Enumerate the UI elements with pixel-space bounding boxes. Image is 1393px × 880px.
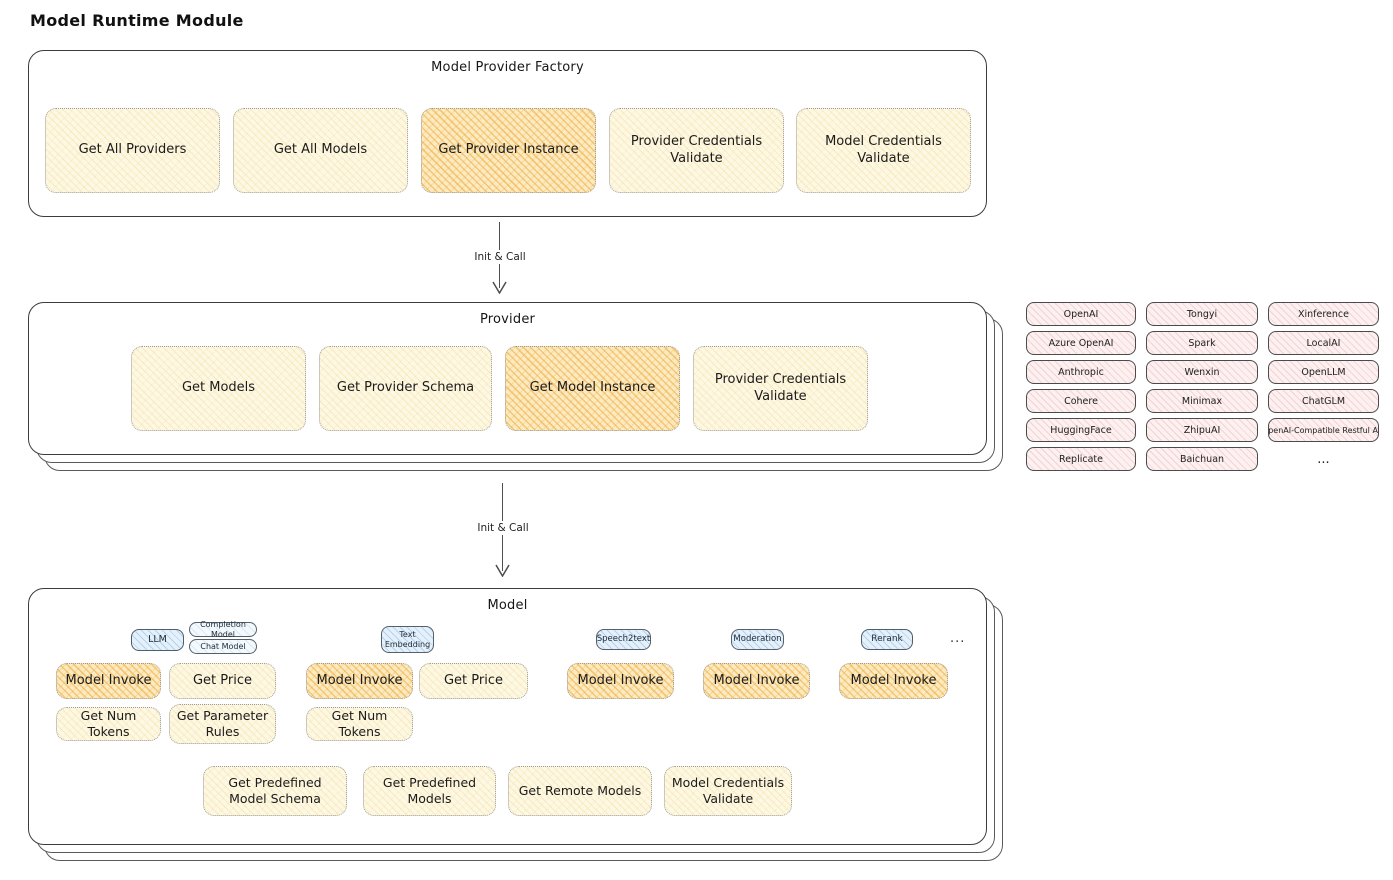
provider-cell-ellipsis: ...	[1317, 451, 1330, 467]
llm-get-num-tokens: Get Num Tokens	[56, 707, 161, 741]
factory-provider-credentials-validate: Provider Credentials Validate	[609, 108, 784, 193]
provider-section: Provider Get Models Get Provider Schema …	[28, 302, 987, 455]
factory-get-all-providers: Get All Providers	[45, 108, 220, 193]
provider-cell-wenxin: Wenxin	[1146, 360, 1258, 384]
provider-get-model-instance: Get Model Instance	[505, 346, 680, 431]
moderation-model-invoke: Model Invoke	[703, 663, 810, 699]
speech2text-model-invoke: Model Invoke	[567, 663, 674, 699]
provider-get-provider-schema: Get Provider Schema	[319, 346, 492, 431]
factory-section: Model Provider Factory Get All Providers…	[28, 50, 987, 217]
provider-cell-localai: LocalAI	[1268, 331, 1379, 355]
provider-credentials-validate: Provider Credentials Validate	[693, 346, 868, 431]
llm-get-parameter-rules: Get Parameter Rules	[169, 704, 276, 744]
provider-cell-azure-openai: Azure OpenAI	[1026, 331, 1136, 355]
tag-llm: LLM	[131, 629, 184, 651]
provider-cell-minimax: Minimax	[1146, 389, 1258, 413]
model-credentials-validate: Model Credentials Validate	[664, 766, 792, 816]
llm-get-price: Get Price	[169, 663, 276, 699]
embedding-get-num-tokens: Get Num Tokens	[306, 707, 413, 741]
diagram-title: Model Runtime Module	[30, 11, 244, 30]
arrow-down-icon	[495, 564, 510, 577]
factory-model-credentials-validate: Model Credentials Validate	[796, 108, 971, 193]
model-section: Model LLM Completion Model Chat Model Te…	[28, 588, 987, 845]
tag-ellipsis: ...	[950, 631, 966, 646]
factory-title: Model Provider Factory	[431, 60, 584, 75]
provider-get-models: Get Models	[131, 346, 306, 431]
provider-cell-anthropic: Anthropic	[1026, 360, 1136, 384]
providers-grid: OpenAI Tongyi Xinference Azure OpenAI Sp…	[1026, 302, 1379, 471]
factory-get-all-models: Get All Models	[233, 108, 408, 193]
arrow-down-icon	[492, 281, 507, 294]
provider-cell-baichuan: Baichuan	[1146, 447, 1258, 471]
provider-cell-openai-compatible: OpenAI-Compatible Restful API	[1268, 418, 1379, 442]
arrow2-label: Init & Call	[458, 521, 548, 535]
rerank-model-invoke: Model Invoke	[839, 663, 948, 699]
tag-chat-model: Chat Model	[189, 639, 257, 654]
model-get-predefined-models: Get Predefined Models	[363, 766, 496, 816]
tag-moderation: Moderation	[731, 629, 784, 650]
provider-cell-replicate: Replicate	[1026, 447, 1136, 471]
embedding-model-invoke: Model Invoke	[306, 663, 413, 699]
provider-cell-openai: OpenAI	[1026, 302, 1136, 326]
model-title: Model	[487, 598, 528, 613]
provider-cell-huggingface: HuggingFace	[1026, 418, 1136, 442]
tag-speech2text: Speech2text	[596, 629, 651, 650]
arrow1-label: Init & Call	[455, 250, 545, 264]
provider-cell-spark: Spark	[1146, 331, 1258, 355]
llm-model-invoke: Model Invoke	[56, 663, 161, 699]
provider-cell-chatglm: ChatGLM	[1268, 389, 1379, 413]
provider-cell-openllm: OpenLLM	[1268, 360, 1379, 384]
provider-cell-cohere: Cohere	[1026, 389, 1136, 413]
provider-cell-xinference: Xinference	[1268, 302, 1379, 326]
model-get-remote-models: Get Remote Models	[508, 766, 652, 816]
model-get-predefined-model-schema: Get Predefined Model Schema	[203, 766, 347, 816]
tag-completion-model: Completion Model	[189, 620, 257, 639]
embedding-get-price: Get Price	[419, 663, 528, 699]
provider-title: Provider	[479, 312, 536, 327]
factory-get-provider-instance: Get Provider Instance	[421, 108, 596, 193]
tag-text-embedding: Text Embedding	[381, 626, 434, 653]
tag-rerank: Rerank	[861, 629, 913, 650]
provider-cell-tongyi: Tongyi	[1146, 302, 1258, 326]
provider-cell-zhipuai: ZhipuAI	[1146, 418, 1258, 442]
